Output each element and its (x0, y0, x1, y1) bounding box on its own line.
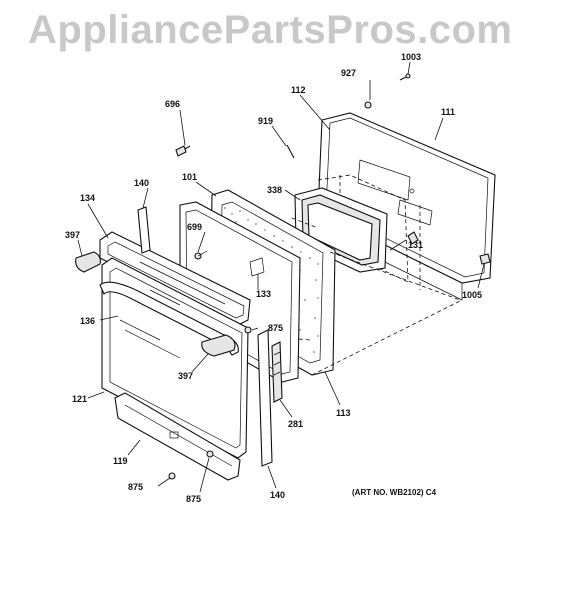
callout-927: 927 (341, 68, 356, 78)
screw-875-right (244, 326, 252, 334)
callout-113: 113 (336, 408, 351, 418)
pin-919 (286, 144, 295, 159)
callout-111: 111 (441, 107, 455, 117)
clip-133 (249, 257, 265, 277)
handle-end-cap-397-right (201, 334, 236, 357)
screw-1005 (479, 253, 491, 265)
callout-281: 281 (288, 419, 303, 429)
callout-338: 338 (267, 185, 282, 195)
clip-131 (407, 231, 419, 245)
screw-696 (175, 145, 191, 157)
callout-136: 136 (80, 316, 95, 326)
callout-134: 134 (80, 193, 95, 203)
hinge-281 (271, 341, 283, 403)
watermark-logo: AppliancePartsPros.com (28, 8, 513, 52)
callout-696: 696 (165, 99, 180, 109)
callout-875-left: 875 (128, 482, 143, 492)
handle-end-cap-397-left (75, 251, 101, 273)
callout-875-right: 875 (268, 323, 283, 333)
screw-875-bottom (206, 450, 214, 458)
screw-1003 (399, 73, 411, 81)
callout-133: 133 (256, 289, 271, 299)
callout-397-handle: 397 (178, 371, 193, 381)
door-handle (99, 281, 239, 356)
callout-1005: 1005 (462, 290, 482, 300)
leader-lines (77, 61, 485, 493)
callout-397-left: 397 (65, 230, 80, 240)
callout-875-bottom: 875 (186, 494, 201, 504)
washer-927 (364, 101, 372, 109)
callout-131: 131 (408, 240, 423, 250)
callout-121: 121 (72, 394, 87, 404)
screw-875-left (168, 472, 176, 480)
callout-101: 101 (182, 172, 197, 182)
screw-699 (194, 250, 208, 260)
callout-119: 119 (113, 456, 128, 466)
callout-labels: 1003 927 112 111 696 919 338 140 101 134… (65, 52, 482, 504)
callout-919: 919 (258, 116, 273, 126)
door-glass-136 (101, 257, 249, 459)
callout-112: 112 (291, 85, 306, 95)
callout-1003: 1003 (401, 52, 421, 62)
callout-140-top: 140 (134, 178, 149, 188)
callout-140-bottom: 140 (270, 490, 285, 500)
window-pack-outline (317, 174, 421, 290)
callout-699: 699 (187, 222, 202, 232)
side-trim-140-bottom (257, 329, 273, 467)
art-number: (ART NO. WB2102) C4 (352, 488, 437, 497)
